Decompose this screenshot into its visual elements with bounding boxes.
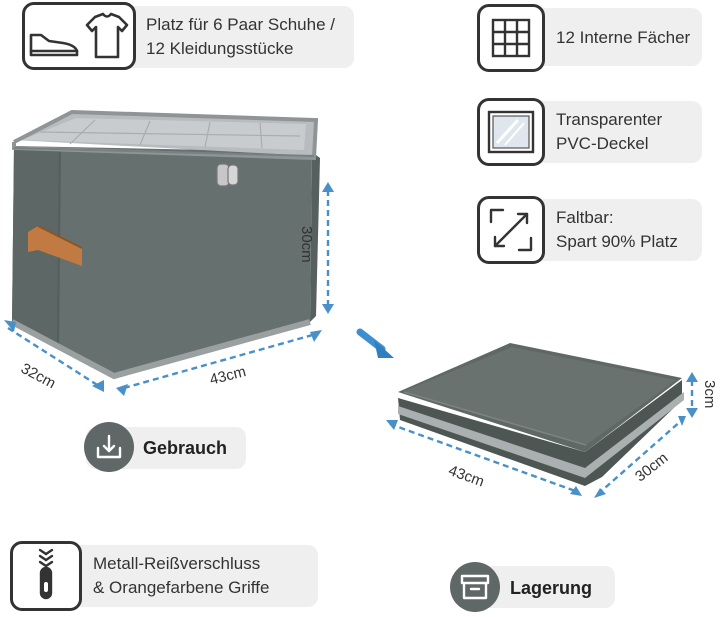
zipper-icon: [38, 548, 54, 600]
grid-icon: [491, 18, 531, 58]
dimension-lines-open: [7, 190, 330, 390]
orange-handle: [28, 225, 83, 266]
expand-arrows-icon: [489, 208, 533, 252]
dimension-lines-folded: [389, 380, 694, 495]
zipper-pull: [216, 163, 239, 187]
feature-zipper-text: Metall-Reißverschluss & Orangefarbene Gr…: [93, 554, 270, 597]
feature-foldable-text: Faltbar: Spart 90% Platz: [556, 208, 678, 251]
feature-compartments-iconbox: [477, 4, 545, 72]
archive-box-icon: [460, 574, 490, 600]
usage-badge-icon: [84, 422, 134, 472]
feature-lid-text: Transparenter PVC-Deckel: [556, 110, 663, 153]
transition-arrow: [356, 328, 394, 358]
storage-badge-icon: [450, 562, 500, 612]
feature-zipper-iconbox: [10, 541, 82, 611]
tshirt-icon: [85, 12, 129, 59]
feature-capacity-text: Platz für 6 Paar Schuhe / 12 Kleidungsst…: [146, 15, 335, 58]
usage-badge-label: Gebrauch: [143, 438, 228, 458]
open-box-image: [10, 109, 320, 380]
dimension-height-open: 30cm: [298, 226, 315, 263]
storage-badge-label: Lagerung: [510, 578, 593, 598]
dimension-height-folded: 3cm: [701, 380, 718, 409]
feature-compartments-text: 12 Interne Fächer: [556, 28, 691, 47]
download-tray-icon: [96, 434, 122, 459]
shoe-icon: [29, 33, 79, 57]
folded-box-image: [398, 343, 684, 486]
window-icon: [487, 110, 535, 154]
feature-foldable-iconbox: [477, 196, 545, 264]
feature-capacity-iconbox: [22, 2, 136, 70]
feature-lid-iconbox: [477, 98, 545, 166]
